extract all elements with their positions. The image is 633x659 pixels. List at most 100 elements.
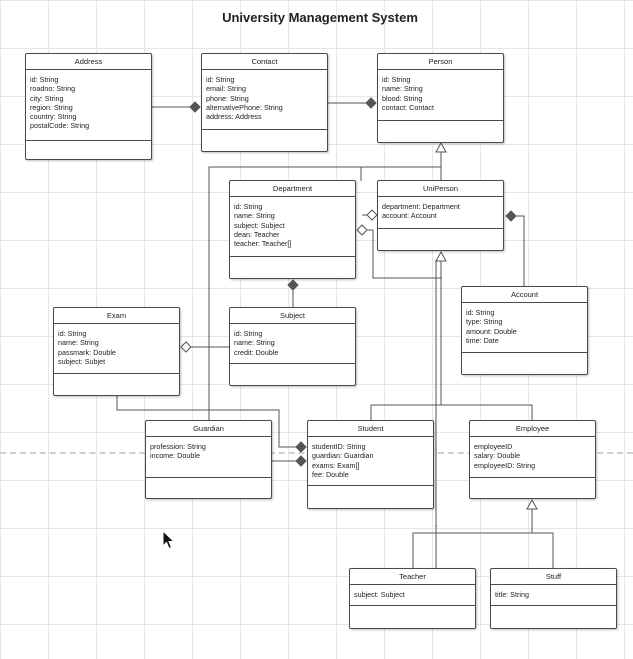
composition-line-uniperson-account (516, 215, 525, 286)
class-subject[interactable]: Subject id: String name: String credit: … (229, 307, 356, 386)
aggregation-diamond-department-student (356, 224, 368, 236)
aggregation-line-department-student (367, 229, 442, 279)
class-attribute: time: Date (466, 335, 499, 345)
class-attributes: id: String name: String passmark: Double… (54, 324, 179, 366)
class-name: Account (462, 287, 587, 303)
class-stuff[interactable]: Stuff title: String (490, 568, 617, 629)
class-operations (308, 485, 433, 486)
class-attribute: passmark: Double (58, 347, 116, 357)
class-attribute: income: Double (150, 451, 200, 461)
class-attribute: dean: Teacher (234, 229, 280, 239)
class-teacher[interactable]: Teacher subject: Subject (349, 568, 476, 629)
class-operations (378, 120, 503, 121)
class-name: Student (308, 421, 433, 437)
class-attribute: title: String (495, 590, 529, 599)
class-exam[interactable]: Exam id: String name: String passmark: D… (53, 307, 180, 396)
class-operations (54, 373, 179, 374)
class-attribute: profession: String (150, 442, 206, 451)
class-operations (491, 605, 616, 606)
class-attributes: profession: String income: Double (146, 437, 271, 461)
class-attribute: employeeID (474, 442, 513, 451)
class-uniperson[interactable]: UniPerson department: Department account… (377, 180, 504, 251)
class-attribute: contact: Contact (382, 102, 434, 112)
class-name: Person (378, 54, 503, 70)
composition-diamond-contact-person (365, 97, 377, 109)
class-name: UniPerson (378, 181, 503, 197)
class-attributes: id: String name: String credit: Double (230, 324, 355, 357)
mouse-pointer-icon (162, 530, 176, 550)
class-name: Guardian (146, 421, 271, 437)
class-attribute: subject: Subject (354, 590, 405, 599)
class-person[interactable]: Person id: String name: String blood: St… (377, 53, 504, 143)
class-operations (350, 605, 475, 606)
class-attributes: subject: Subject (350, 585, 475, 599)
class-name: Stuff (491, 569, 616, 585)
class-attribute: account: Account (382, 211, 437, 221)
class-name: Department (230, 181, 355, 197)
class-attribute: teacher: Teacher[] (234, 239, 292, 249)
class-attribute: guardian: Guardian (312, 451, 374, 461)
class-attribute: city: String (30, 93, 64, 103)
class-attribute: phone: String (206, 93, 249, 103)
generalization-line-student-uniperson (370, 261, 442, 420)
class-account[interactable]: Account id: String type: String amount: … (461, 286, 588, 375)
class-attribute: studentID: String (312, 442, 366, 451)
generalization-line-guardian-person (208, 166, 441, 420)
class-attribute: fee: Double (312, 469, 349, 479)
class-attribute: roadno: String (30, 84, 76, 94)
class-attribute: id: String (58, 329, 87, 338)
class-student[interactable]: Student studentID: String guardian: Guar… (307, 420, 434, 509)
class-contact[interactable]: Contact id: String email: String phone: … (201, 53, 328, 152)
class-department[interactable]: Department id: String name: String subje… (229, 180, 356, 279)
class-attribute: address: Address (206, 112, 262, 122)
generalization-arrow-employee (526, 498, 538, 510)
generalization-arrow-person (435, 141, 447, 153)
class-guardian[interactable]: Guardian profession: String income: Doub… (145, 420, 272, 499)
aggregation-diamond-uniperson-department (366, 209, 378, 221)
class-attribute: amount: Double (466, 326, 517, 336)
class-operations (146, 477, 271, 478)
class-address[interactable]: Address id: String roadno: String city: … (25, 53, 152, 160)
class-attribute: type: String (466, 317, 503, 327)
class-operations (230, 363, 355, 364)
class-attribute: exams: Exam[] (312, 460, 360, 470)
class-attribute: postalCode: String (30, 121, 90, 131)
class-name: Exam (54, 308, 179, 324)
class-operations (470, 477, 595, 478)
class-attribute: subject: Subject (234, 220, 285, 230)
class-attribute: name: String (234, 211, 275, 221)
class-attribute: credit: Double (234, 347, 279, 357)
composition-diamond-exam-student (295, 441, 307, 453)
class-name: Contact (202, 54, 327, 70)
class-name: Address (26, 54, 151, 70)
class-attributes: department: Department account: Account (378, 197, 503, 221)
composition-diamond-guardian-student (295, 455, 307, 467)
class-attribute: blood: String (382, 93, 423, 103)
composition-line-exam-student (116, 396, 296, 448)
class-attribute: country: String (30, 112, 77, 122)
class-attributes: id: String roadno: String city: String r… (26, 70, 151, 131)
class-attributes: employeeID salary: Double employeeID: St… (470, 437, 595, 470)
class-attributes: id: String type: String amount: Double t… (462, 303, 587, 345)
generalization-line-teacher-employee (412, 509, 533, 568)
class-attributes: studentID: String guardian: Guardian exa… (308, 437, 433, 479)
composition-diamond-uniperson-account (505, 210, 517, 222)
class-operations (202, 129, 327, 130)
class-attribute: id: String (466, 308, 495, 317)
class-employee[interactable]: Employee employeeID salary: Double emplo… (469, 420, 596, 499)
generalization-line-stuff-employee (532, 532, 554, 568)
class-attributes: id: String name: String subject: Subject… (230, 197, 355, 248)
class-attributes: title: String (491, 585, 616, 599)
class-attribute: employeeID: String (474, 460, 536, 470)
composition-diamond-address-contact (189, 101, 201, 113)
class-operations (378, 228, 503, 229)
class-name: Teacher (350, 569, 475, 585)
class-operations (26, 140, 151, 141)
generalization-line-teacher-uniperson (435, 260, 437, 568)
class-attribute: alternativePhone: String (206, 102, 283, 112)
class-attribute: department: Department (382, 202, 460, 211)
class-attribute: region: String (30, 102, 73, 112)
class-attribute: id: String (234, 202, 263, 211)
class-attribute: name: String (234, 338, 275, 348)
